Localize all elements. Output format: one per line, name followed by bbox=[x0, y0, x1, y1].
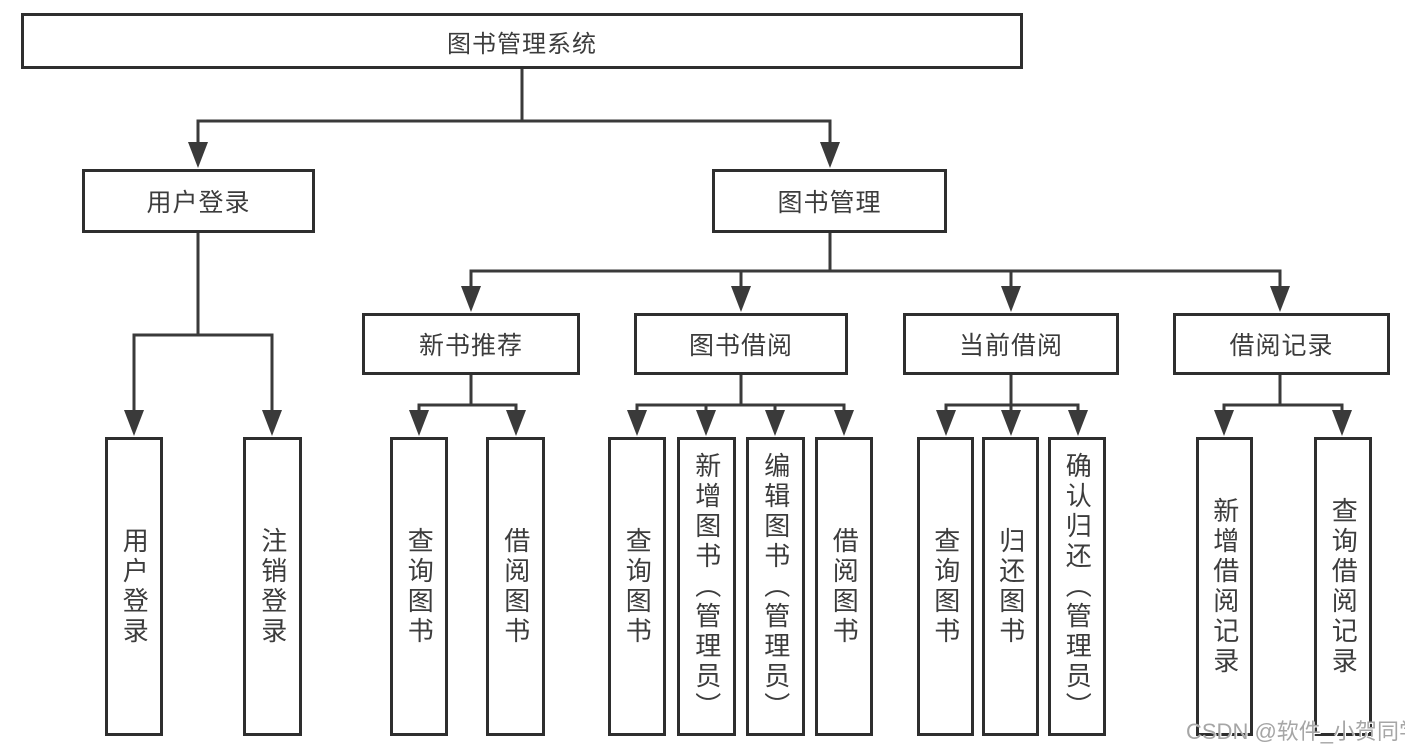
node-leaf-add-borrow-record: 新增借阅记录 bbox=[1196, 437, 1253, 736]
node-label: 查询图书 bbox=[404, 526, 435, 647]
arrowheads bbox=[124, 142, 1352, 436]
node-label: 图书借阅 bbox=[688, 332, 793, 360]
node-leaf-query-books-current: 查询图书 bbox=[917, 437, 974, 736]
node-book-borrowing: 图书借阅 bbox=[634, 313, 848, 375]
node-leaf-edit-books-admin: 编辑图书（管理员） bbox=[746, 437, 805, 736]
node-label: 新书推荐 bbox=[418, 332, 523, 360]
node-label: 借阅图书 bbox=[829, 526, 860, 647]
node-new-book-recommendation: 新书推荐 bbox=[362, 313, 580, 375]
node-label: 查询图书 bbox=[622, 526, 653, 647]
node-label: 查询借阅记录 bbox=[1328, 496, 1359, 677]
node-leaf-return-books: 归还图书 bbox=[982, 437, 1039, 736]
node-label: 查询图书 bbox=[930, 526, 961, 647]
node-label: 图书管理 bbox=[777, 189, 882, 217]
node-leaf-confirm-return-admin: 确认归还（管理员） bbox=[1048, 437, 1106, 736]
node-label: 用户登录 bbox=[146, 189, 251, 217]
node-borrowing-records: 借阅记录 bbox=[1173, 313, 1390, 375]
node-leaf-query-books-borrowing: 查询图书 bbox=[608, 437, 666, 736]
node-label: 注销登录 bbox=[257, 526, 288, 647]
node-label: 借阅图书 bbox=[500, 526, 531, 647]
node-label: 借阅记录 bbox=[1229, 332, 1334, 360]
node-user-login: 用户登录 bbox=[82, 169, 315, 233]
node-label: 编辑图书（管理员） bbox=[760, 451, 791, 722]
node-leaf-logout: 注销登录 bbox=[243, 437, 302, 736]
node-current-borrowing: 当前借阅 bbox=[903, 313, 1119, 375]
node-label: 新增图书（管理员） bbox=[691, 451, 722, 722]
csdn-watermark: CSDN @软件_小贺同学 bbox=[1186, 719, 1405, 744]
node-label: 新增借阅记录 bbox=[1209, 496, 1240, 677]
node-book-management: 图书管理 bbox=[712, 169, 947, 233]
node-label: 用户登录 bbox=[119, 526, 150, 647]
node-label: 确认归还（管理员） bbox=[1062, 451, 1093, 722]
node-library-management-system: 图书管理系统 bbox=[21, 13, 1023, 69]
node-label: 归还图书 bbox=[995, 526, 1026, 647]
node-leaf-query-borrow-record: 查询借阅记录 bbox=[1314, 437, 1372, 736]
node-leaf-borrow-books-recommend: 借阅图书 bbox=[486, 437, 545, 736]
node-label: 当前借阅 bbox=[958, 332, 1063, 360]
node-leaf-borrow-books: 借阅图书 bbox=[815, 437, 873, 736]
node-leaf-query-books-recommend: 查询图书 bbox=[390, 437, 448, 736]
node-leaf-add-books-admin: 新增图书（管理员） bbox=[677, 437, 736, 736]
node-label: 图书管理系统 bbox=[447, 30, 597, 58]
node-leaf-user-login: 用户登录 bbox=[105, 437, 163, 736]
